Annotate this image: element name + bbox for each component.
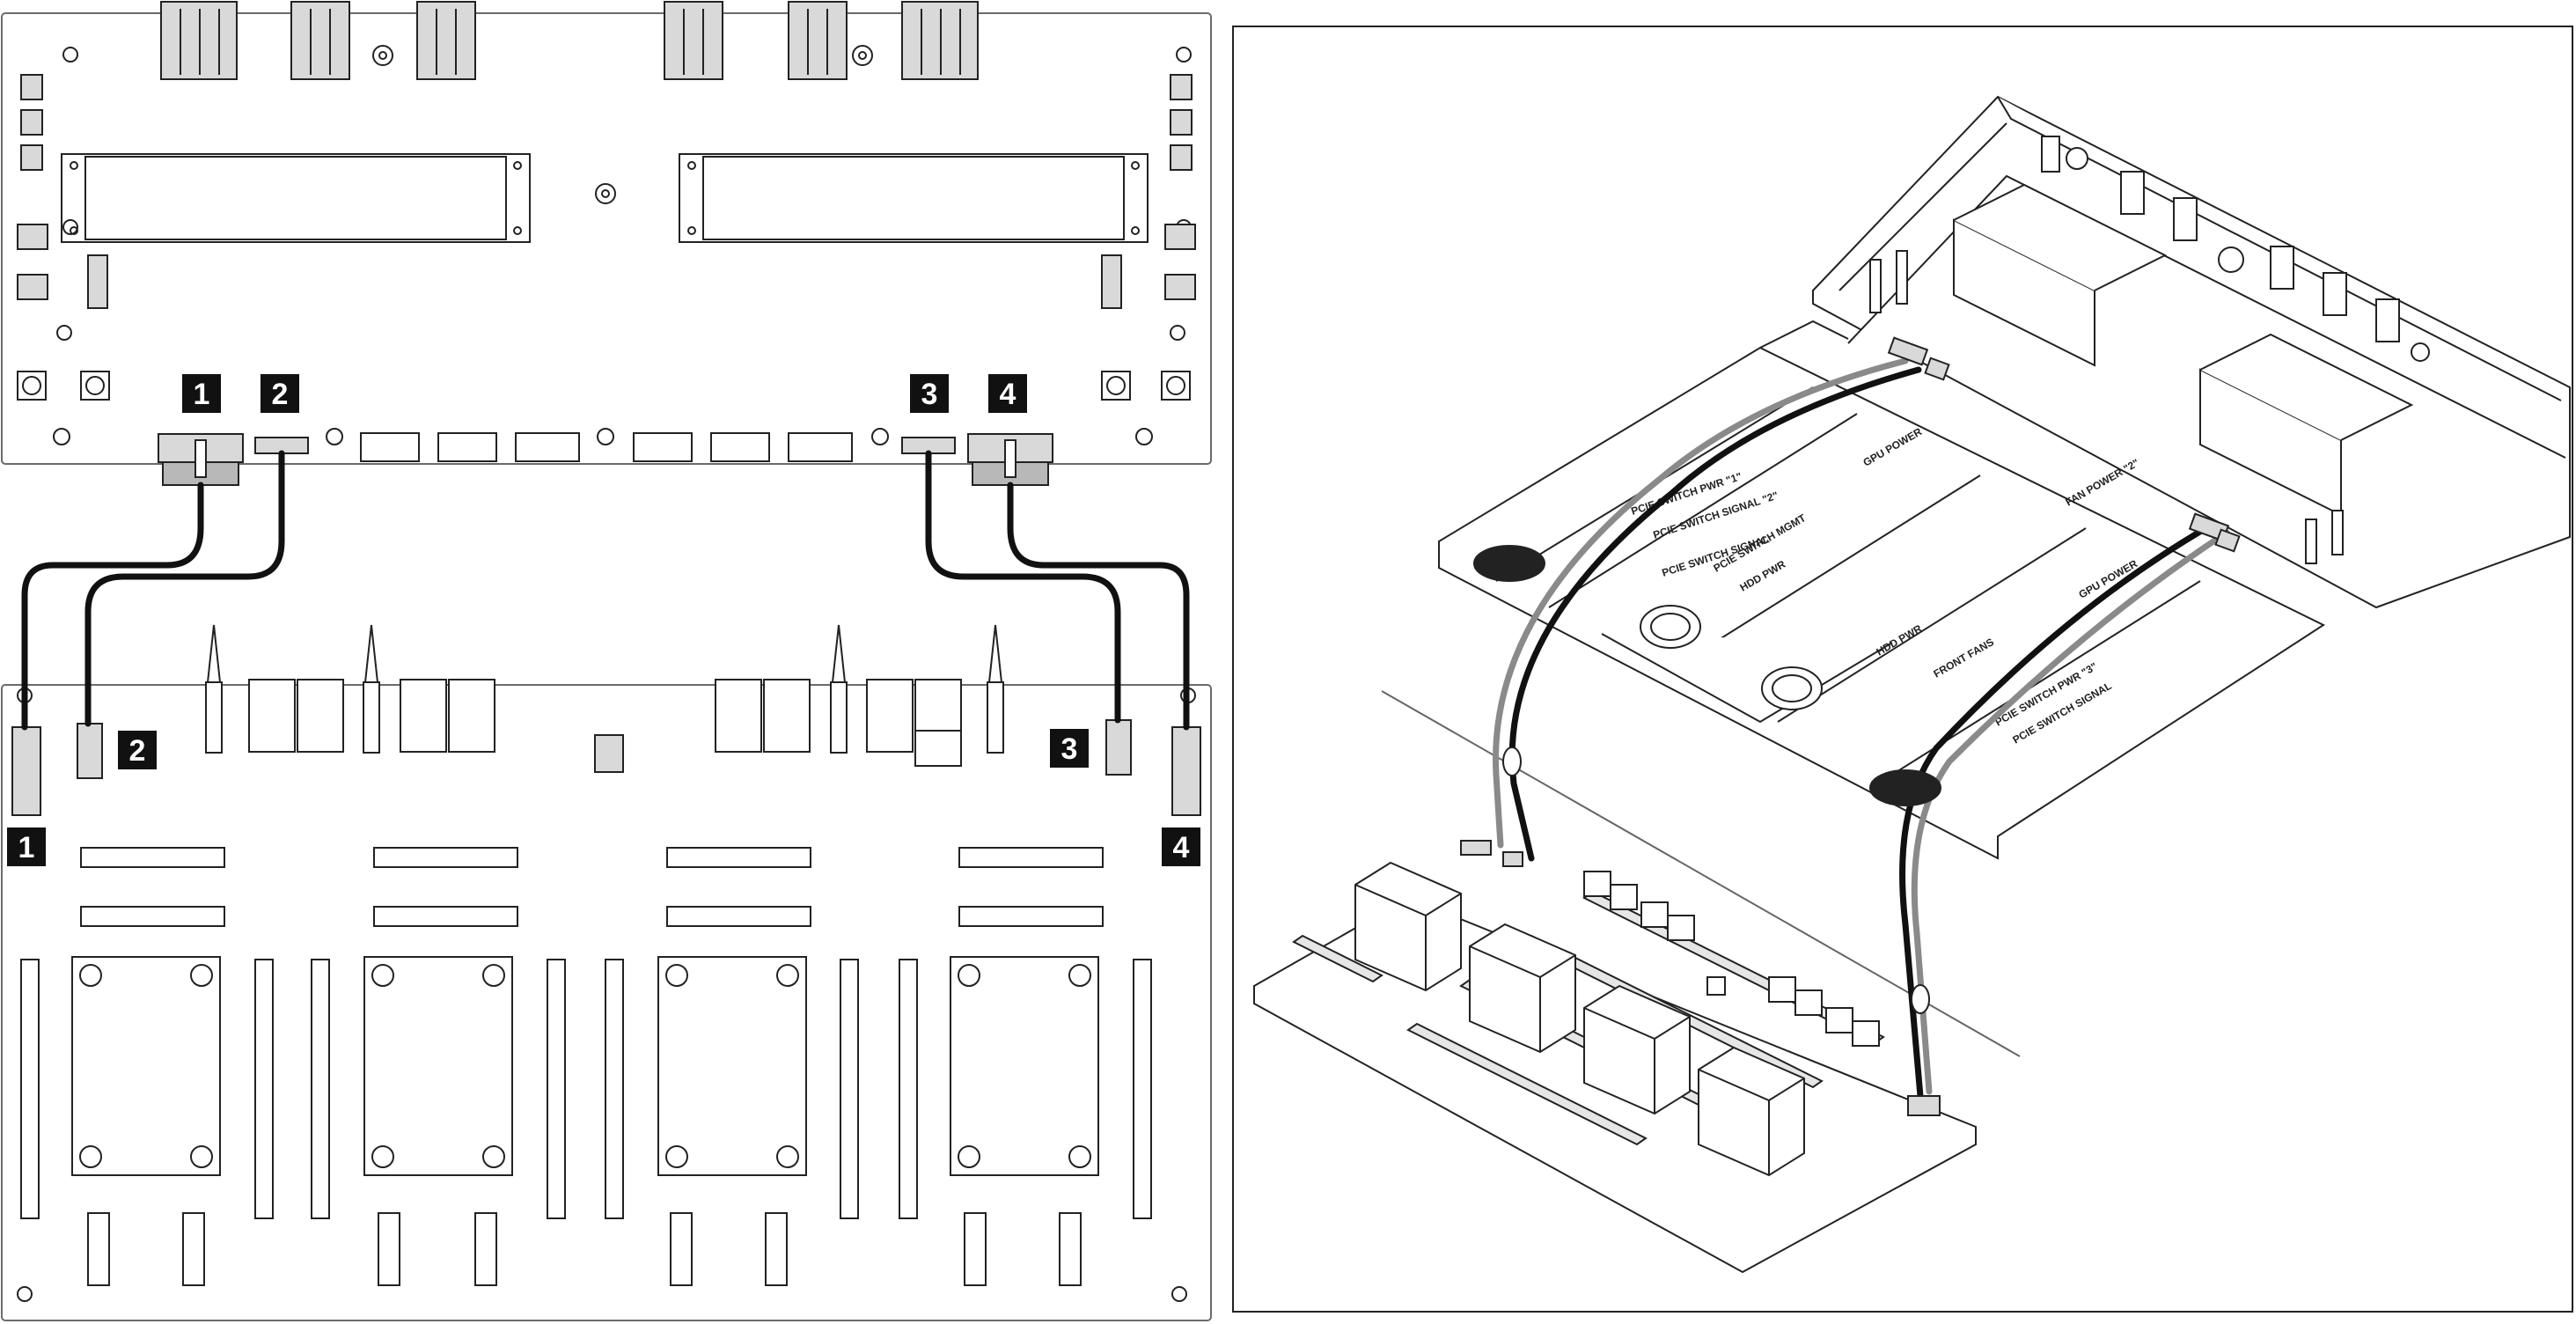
tray-rings bbox=[1640, 605, 1823, 710]
cable-iso-upper-left-dark bbox=[1508, 366, 1922, 862]
callout-label: 4 bbox=[1173, 831, 1190, 864]
cable-3 bbox=[925, 450, 1121, 724]
connector-2-bottom bbox=[77, 723, 103, 779]
top-board-outline bbox=[1, 12, 1212, 465]
cable-ties bbox=[1502, 747, 1930, 1014]
connector-1-bottom bbox=[11, 726, 41, 816]
board-pads bbox=[61, 153, 1149, 243]
pcie-slots bbox=[80, 847, 1104, 927]
callout-label: 3 bbox=[921, 378, 938, 411]
gpu-socket-screws bbox=[79, 964, 1091, 1168]
latch-block bbox=[914, 730, 962, 767]
callout-2-bottom: 2 bbox=[118, 731, 157, 769]
callout-3-bottom: 3 bbox=[1050, 729, 1089, 768]
bottom-board bbox=[1, 624, 1212, 1321]
callout-label: 2 bbox=[129, 734, 146, 768]
right-panel: PCIE SWITCH PWR "1" PCIE SWITCH SIGNAL "… bbox=[1232, 26, 2573, 1313]
chassis-risers bbox=[1869, 183, 2414, 564]
cable-2 bbox=[84, 450, 285, 727]
connector-1-top bbox=[158, 433, 244, 486]
left-panel: 1 2 3 4 1 2 3 4 bbox=[1, 1, 1212, 1321]
callout-label: 1 bbox=[194, 378, 210, 411]
cable-clips bbox=[1473, 545, 1941, 806]
callout-3-top: 3 bbox=[910, 374, 949, 413]
cable-end-connectors bbox=[1460, 336, 2241, 1116]
top-edge-connector-slats bbox=[180, 9, 961, 75]
side-connectors bbox=[17, 74, 1196, 309]
gpu-sockets bbox=[71, 956, 1099, 1176]
cable-1 bbox=[21, 482, 204, 731]
callout-label: 1 bbox=[18, 831, 35, 864]
callout-label: 4 bbox=[1000, 378, 1016, 411]
bottom-edge-connectors bbox=[360, 432, 853, 462]
cable-4 bbox=[1007, 482, 1190, 731]
guide-pins bbox=[205, 624, 1004, 754]
pad-bolts bbox=[70, 161, 1140, 235]
callout-4-top: 4 bbox=[988, 374, 1027, 413]
callout-4-bottom: 4 bbox=[1162, 828, 1200, 866]
connector-3-bottom bbox=[1105, 719, 1132, 776]
vertical-slots bbox=[20, 959, 1152, 1219]
gpu-heatsinks bbox=[1354, 861, 1805, 1177]
callout-1-bottom: 1 bbox=[7, 828, 46, 866]
callout-1-top: 1 bbox=[182, 374, 221, 413]
cables-left bbox=[21, 450, 1190, 731]
connector-4-top bbox=[967, 433, 1053, 486]
cable-iso-upper-right-dark bbox=[1899, 520, 2217, 1100]
small-latch bbox=[594, 734, 624, 773]
cable-iso-upper-right-light bbox=[1911, 529, 2230, 1095]
square-standoffs bbox=[17, 371, 1191, 401]
callout-label: 3 bbox=[1061, 732, 1078, 766]
chassis-wall-details bbox=[2041, 136, 2430, 362]
bottom-small-connectors bbox=[87, 1212, 1082, 1286]
cables-right bbox=[1493, 357, 2230, 1100]
cable-iso-upper-left-light bbox=[1493, 357, 1909, 849]
connector-4-bottom bbox=[1171, 726, 1201, 816]
lower-board-connectors bbox=[1583, 871, 1880, 1047]
callout-2-top: 2 bbox=[261, 374, 299, 413]
callout-label: 2 bbox=[272, 378, 289, 411]
top-board bbox=[1, 1, 1212, 486]
